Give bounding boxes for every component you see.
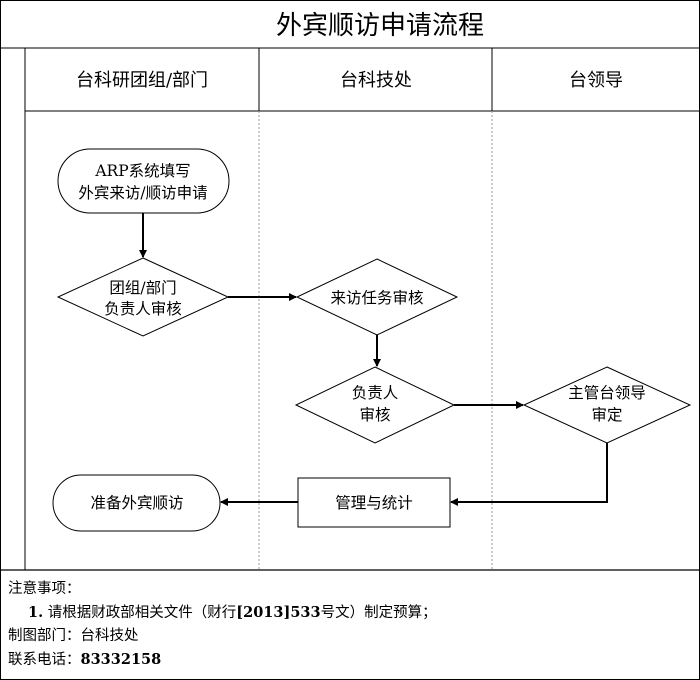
dept-review-label-1: 团组/部门 — [109, 279, 176, 297]
leader-approve-diamond — [522, 366, 692, 444]
lane-header-dept: 台科研团组/部门 — [76, 70, 208, 91]
notes-item-text-pre: 请根据财政部相关文件（财行 — [47, 605, 237, 621]
manage-box-label: 管理与统计 — [335, 494, 413, 512]
page-title: 外宾顺访申请流程 — [276, 11, 484, 41]
notes-item-1: 1. 请根据财政部相关文件（财行[2013]533号文）制定预算； — [8, 601, 692, 625]
maker-value: 台科技处 — [80, 628, 139, 644]
arrow-leader-to-manage — [450, 443, 608, 506]
start-node — [57, 148, 230, 214]
start-node-label-2: 外宾来访/顺访申请 — [78, 184, 207, 202]
lane-header-leader: 台领导 — [569, 70, 623, 91]
notes-phone: 联系电话：83332158 — [8, 648, 692, 672]
head-review-diamond — [294, 366, 456, 444]
leader-approve-label-1: 主管台领导 — [568, 384, 646, 402]
dept-review-label-2: 负责人审核 — [104, 300, 182, 318]
notes-item-number: 1. — [28, 604, 44, 621]
start-node-label-1: ARP系统填写 — [94, 162, 190, 180]
notes-header: 注意事项： — [8, 581, 81, 597]
maker-label: 制图部门： — [8, 628, 81, 644]
manage-box — [297, 477, 451, 528]
dept-review-diamond — [56, 257, 230, 337]
head-review-label-1: 负责人 — [352, 384, 399, 402]
notes-section: 注意事项： 1. 请根据财政部相关文件（财行[2013]533号文）制定预算； … — [8, 578, 692, 672]
visit-review-label: 来访任务审核 — [330, 289, 423, 307]
notes-item-doc-number: [2013]533 — [236, 604, 321, 621]
leader-approve-label-2: 审定 — [591, 406, 622, 424]
notes-maker: 制图部门：台科技处 — [8, 625, 692, 648]
phone-value: 83332158 — [80, 651, 162, 668]
notes-item-text-post: 号文）制定预算； — [320, 605, 437, 621]
phone-label: 联系电话： — [8, 652, 81, 668]
lane-header-sci-office: 台科技处 — [340, 70, 412, 91]
end-node-label: 准备外宾顺访 — [90, 494, 183, 512]
head-review-label-2: 审核 — [359, 406, 390, 424]
